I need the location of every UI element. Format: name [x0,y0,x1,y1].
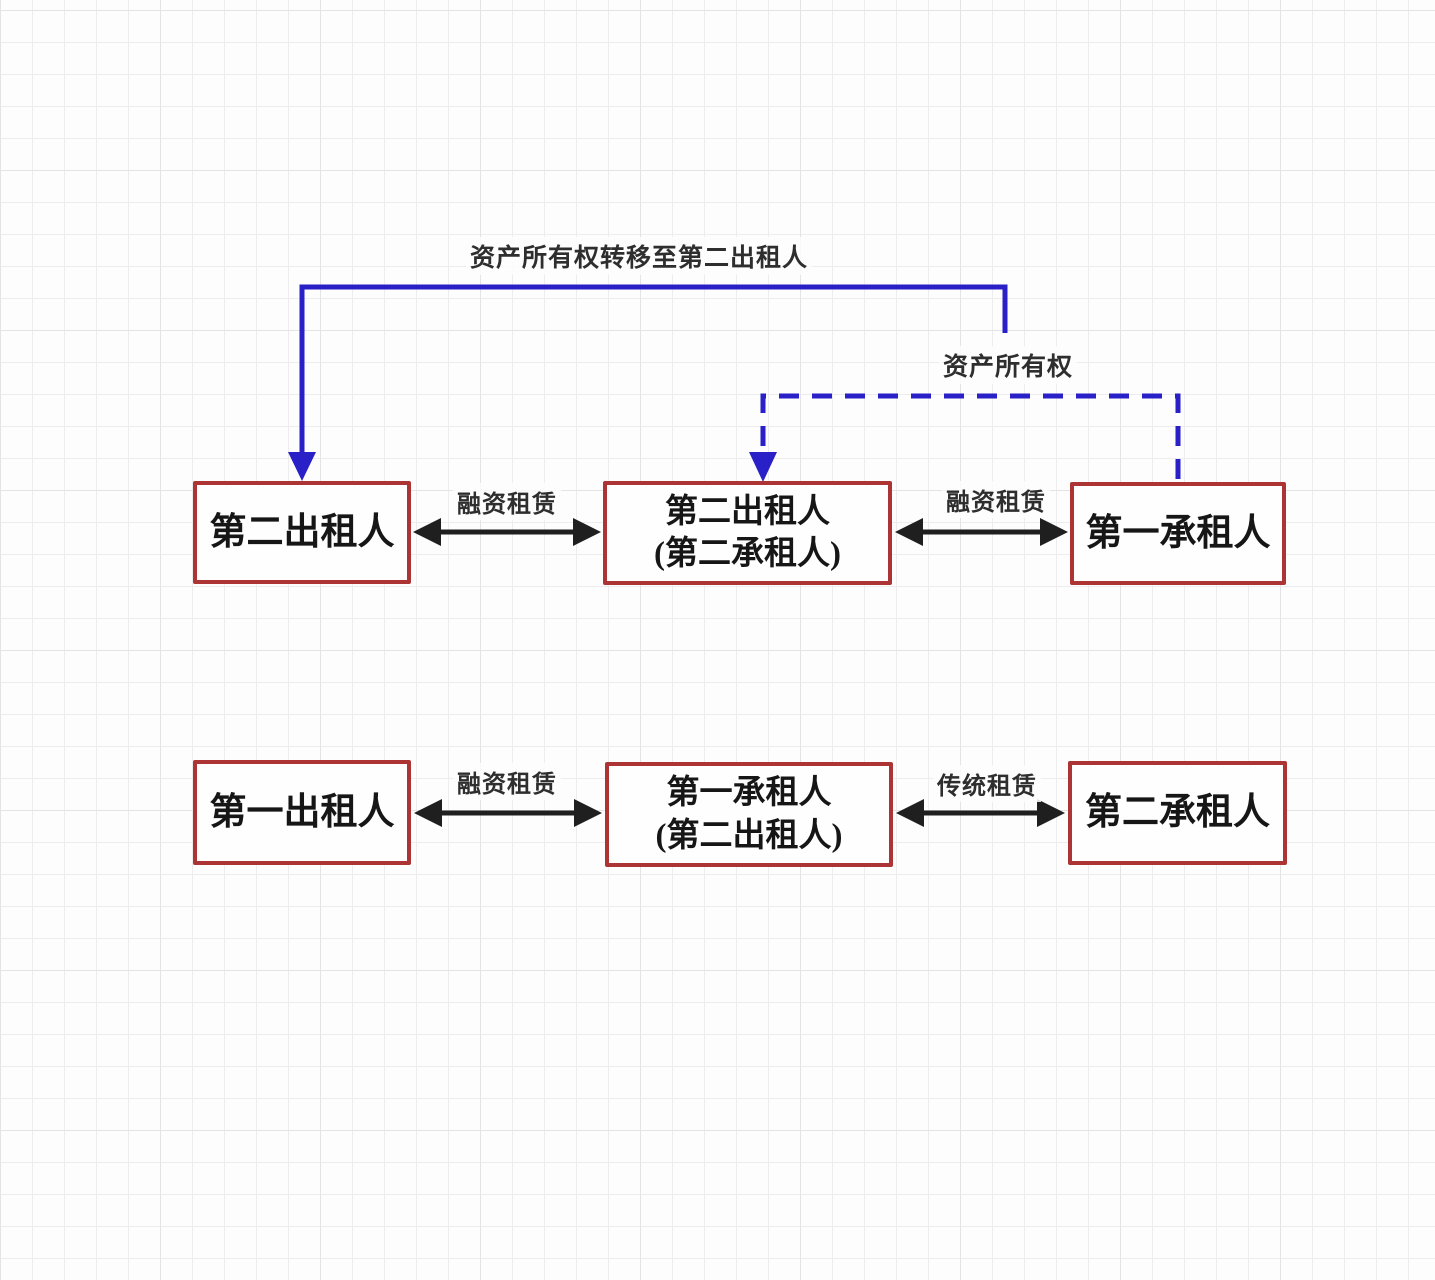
row2-lease-arrow-2 [896,799,1065,827]
ownership-transfer-arrowhead-icon [288,452,316,481]
node-first-lessor: 第一出租人 [193,760,411,865]
arrowhead-left-icon [413,518,441,546]
node-first-lessee-second-lessor: 第一承租人 (第二出租人) [605,762,893,867]
node-label-line1: 第二出租人 [665,493,830,530]
arrowhead-left-icon [895,518,923,546]
arrowhead-right-icon [1037,799,1065,827]
node-second-lessee: 第二承租人 [1068,761,1287,865]
arrowhead-left-icon [896,799,924,827]
arrowhead-left-icon [414,799,442,827]
ownership-dashed-line [760,393,1181,479]
ownership-transfer-line [299,284,1008,452]
row1-edge2-label: 融资租赁 [942,481,1050,518]
arrowhead-right-icon [574,799,602,827]
node-label: 第二出租人 [209,511,395,553]
row1-lease-arrow-2 [895,518,1068,546]
arrowhead-right-icon [573,518,601,546]
node-second-lessor: 第二出租人 [193,481,411,584]
row2-edge1-label: 融资租赁 [453,763,561,800]
row1-lease-arrow-1 [413,518,601,546]
ownership-dashed-arrowhead-icon [749,452,777,482]
node-label: 第一承租人 [1085,512,1271,554]
row1-edge1-label: 融资租赁 [453,483,561,520]
ownership-annotation-label: 资产所有权 [939,346,1078,384]
row2-edge2-label: 传统租赁 [933,765,1041,802]
node-label-line2: (第二承租人) [654,536,841,572]
node-label-line1: 第一承租人 [666,775,832,812]
node-first-lessee: 第一承租人 [1070,482,1286,585]
node-label: 第二承租人 [1085,792,1270,834]
arrowhead-right-icon [1040,518,1068,546]
row2-lease-arrow-1 [414,799,602,827]
node-second-lessor-second-lessee: 第二出租人 (第二承租人) [603,481,892,585]
node-label: 第一出租人 [209,791,395,833]
transfer-annotation-label: 资产所有权转移至第二出租人 [466,237,813,275]
node-label-line2: (第二出租人) [655,817,843,854]
